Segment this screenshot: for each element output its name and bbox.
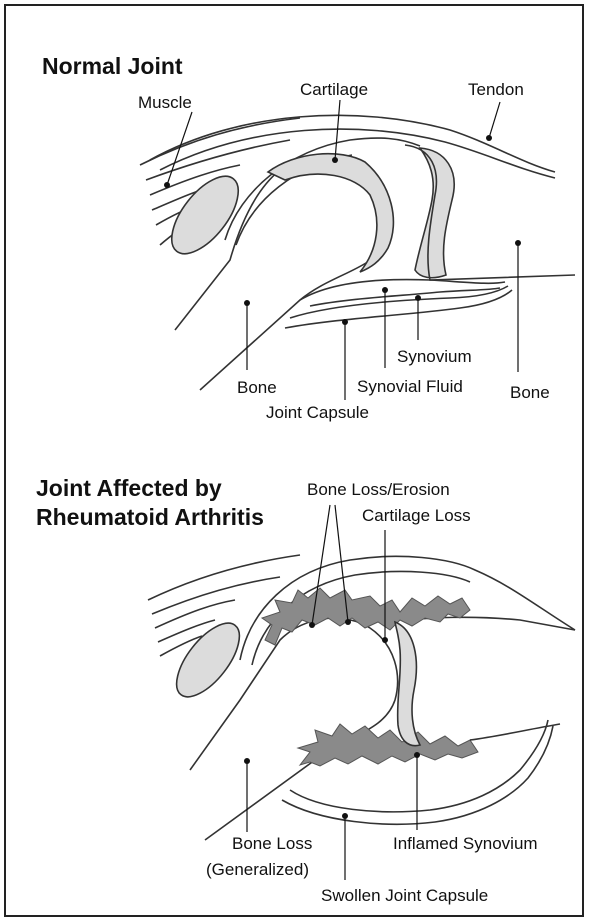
ra-muscle-belly xyxy=(165,613,251,707)
bone-right-label: Bone xyxy=(510,383,550,402)
ra-title-line2: Rheumatoid Arthritis xyxy=(36,504,264,530)
synovium-label: Synovium xyxy=(397,347,472,366)
cartilage-loss-label: Cartilage Loss xyxy=(362,506,471,525)
tendon-label: Tendon xyxy=(468,80,524,99)
ra-cartilage-right xyxy=(395,622,420,746)
ra-joint-illustration xyxy=(148,555,575,840)
normal-joint-illustration xyxy=(140,115,575,390)
ra-title-line1: Joint Affected by xyxy=(36,475,222,501)
ra-inflamed-synovium-lower xyxy=(298,724,478,766)
inflamed-synovium-label: Inflamed Synovium xyxy=(393,834,538,853)
joint-capsule-label: Joint Capsule xyxy=(266,403,369,422)
normal-joint-title: Normal Joint xyxy=(42,53,183,79)
bone-loss-erosion-label: Bone Loss/Erosion xyxy=(307,480,450,499)
normal-cartilage-left xyxy=(268,154,393,272)
synovial-fluid-label: Synovial Fluid xyxy=(357,377,463,396)
cartilage-label: Cartilage xyxy=(300,80,368,99)
swollen-joint-capsule-label: Swollen Joint Capsule xyxy=(321,886,488,905)
bone-loss-label-line2: (Generalized) xyxy=(206,860,309,879)
bone-left-label: Bone xyxy=(237,378,277,397)
ra-inflamed-synovium-upper xyxy=(262,588,470,645)
muscle-label: Muscle xyxy=(138,93,192,112)
bone-loss-label-line1: Bone Loss xyxy=(232,834,312,853)
